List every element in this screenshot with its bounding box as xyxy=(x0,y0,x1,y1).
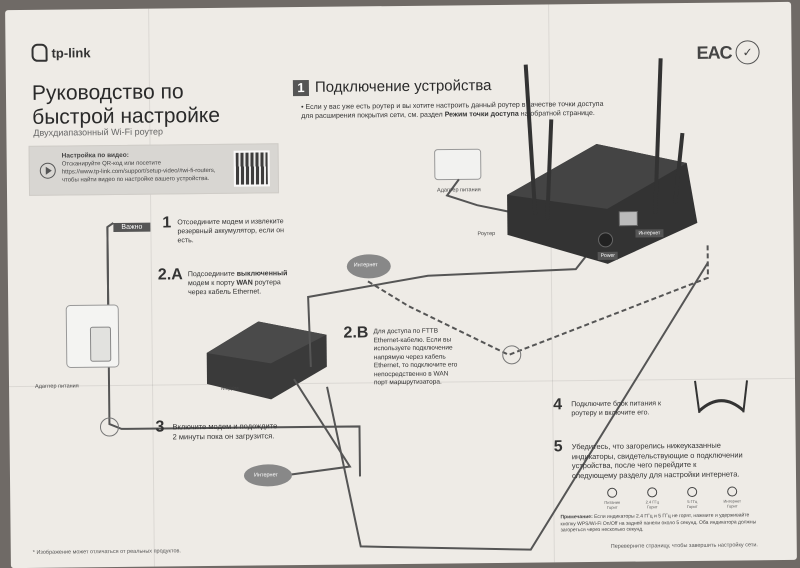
certification-check-icon: ✓ xyxy=(735,40,760,65)
section-title: Подключение устройства xyxy=(314,77,492,96)
cable-detail-circle xyxy=(99,417,119,437)
port-internet-tag: Интернет xyxy=(635,229,664,238)
qr-code xyxy=(233,150,270,187)
step-5-text: Убедитесь, что загорелись нижеуказанные … xyxy=(572,440,772,480)
section-1-note: • Если у вас уже есть роутер и вы хотите… xyxy=(301,100,604,121)
step-5-number: 5 xyxy=(553,438,563,456)
step-2b-number: 2.B xyxy=(343,324,369,342)
logo-text: tp-link xyxy=(51,44,91,61)
label-power-adapter-left: Адаптер питания xyxy=(35,383,79,390)
ap-mode-reference: Режим точки доступа xyxy=(444,110,519,119)
step-2a-emphasis: выключенный xyxy=(236,270,288,278)
indicator-state: Горит xyxy=(687,503,698,510)
indicator-notice: Примечание: Если индикаторы 2.4 ГГц и 5 … xyxy=(560,512,760,534)
section-number: 1 xyxy=(292,79,310,96)
internet-cloud xyxy=(243,464,292,487)
tp-link-logo: tp-link xyxy=(31,43,91,62)
label-internet-cloud: Интернет xyxy=(253,472,279,479)
title-line-1: Руководство по xyxy=(31,80,184,105)
eac-mark: EAC xyxy=(696,42,732,63)
title-line-2: быстрой настройке xyxy=(32,103,221,129)
setup-illustration xyxy=(65,58,749,551)
note-line-2a: для расширения покрытия сети, см. раздел xyxy=(301,111,445,121)
internet-cloud xyxy=(346,254,391,279)
step-3-number: 3 xyxy=(155,418,165,436)
step-3-line: 2 минуты пока он загрузится. xyxy=(172,431,275,442)
ethernet-cable-2b xyxy=(367,242,709,356)
video-setup-box: Настройка по видео: Отсканируйте QR-код … xyxy=(28,143,280,196)
wifi-icon xyxy=(687,486,698,498)
video-line-3: чтобы найти видео по настройке вашего ус… xyxy=(61,176,210,184)
page-subtitle: Двухдиапазонный Wi-Fi роутер xyxy=(33,126,164,138)
notice-label: Примечание: xyxy=(560,514,593,521)
port-power-tag: Power xyxy=(597,251,618,260)
step-2a-text: Подсоедините выключенный модем к порту W… xyxy=(188,269,318,297)
step-2a-text-part: роутера xyxy=(252,279,281,287)
step-2a-text-part: Подсоедините xyxy=(187,270,237,279)
step-2a-emphasis: WAN xyxy=(236,279,253,287)
step-1-text: Отсоедините модем и извлеките резервный … xyxy=(177,217,327,246)
label-power-adapter-top: Адаптер питания xyxy=(436,187,481,194)
video-instructions: Настройка по видео: Отсканируйте QR-код … xyxy=(62,151,227,185)
section-1-header: 1 Подключение устройства xyxy=(292,77,492,96)
step-1-line: есть. xyxy=(177,237,194,245)
step-2b-line: порт маршрутизатора. xyxy=(373,378,442,387)
guide-sheet: tp-link Руководство по быстрой настройке… xyxy=(5,1,797,568)
play-icon xyxy=(39,162,56,179)
page-title: Руководство по быстрой настройке xyxy=(32,79,302,130)
wifi-icon xyxy=(647,487,658,498)
globe-icon xyxy=(727,486,738,497)
indicator-state: Горит xyxy=(647,504,658,510)
step-4-text: Подключите блок питания к роутеру и вклю… xyxy=(571,399,691,418)
label-router: Роутер xyxy=(477,231,496,238)
power-icon xyxy=(607,487,618,498)
label-internet-cloud: Интернет xyxy=(353,262,378,269)
step-2a-text-part: модем к порту xyxy=(187,279,237,288)
step-2a-line: через кабель Ethernet. xyxy=(188,288,262,297)
step-3-text: Включите модем и подождите 2 минуты пока… xyxy=(172,421,322,443)
step-2a-number: 2.A xyxy=(157,266,183,284)
tp-link-logo-icon xyxy=(31,43,48,62)
note-line-2c: на обратной странице. xyxy=(518,109,595,118)
power-adapter-top xyxy=(434,148,482,181)
important-badge: Важно xyxy=(113,222,151,233)
indicator-state: Горит xyxy=(607,504,618,510)
indicator-state: Горит xyxy=(727,503,738,509)
step-2b-text: Для доступа по FTTB Ethernet-кабелю. Есл… xyxy=(373,327,484,388)
step-4-number: 4 xyxy=(553,396,563,414)
step-1-number: 1 xyxy=(162,214,172,232)
label-modem: Модем xyxy=(221,385,239,392)
step-4-line: роутеру и включите его. xyxy=(571,409,650,418)
